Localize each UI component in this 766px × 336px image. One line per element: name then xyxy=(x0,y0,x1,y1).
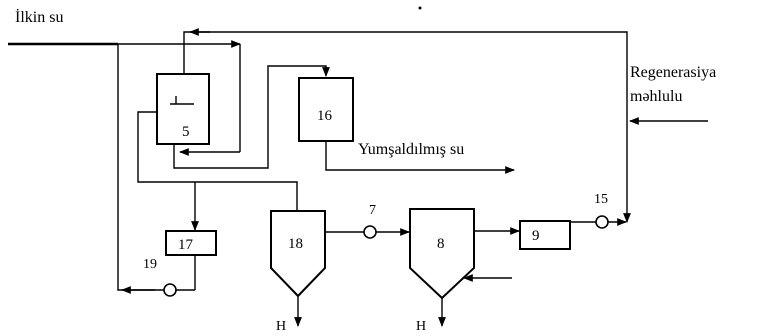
unit-8-drain-label: H xyxy=(416,319,426,334)
settler-18 xyxy=(270,210,326,298)
unit-5 xyxy=(156,73,210,145)
stray-dot xyxy=(418,6,422,10)
regeneration-label-line1: Regenerasiya xyxy=(630,64,716,81)
pump-15 xyxy=(595,215,609,229)
settler-18-drain-label: H xyxy=(276,319,286,334)
unit-9 xyxy=(519,220,571,250)
source-water-label: İlkin su xyxy=(15,8,63,26)
unit-8 xyxy=(409,208,475,300)
unit-17-number: 17 xyxy=(178,237,194,253)
unit-16-number: 16 xyxy=(317,108,333,124)
pump-19 xyxy=(163,283,177,297)
regeneration-return-line xyxy=(183,31,631,223)
unit-17 xyxy=(165,230,217,256)
softened-water-line xyxy=(325,141,515,174)
unit-9-number: 9 xyxy=(532,228,540,244)
pump-7 xyxy=(363,225,377,239)
unit-16-feed-line xyxy=(173,65,330,169)
softened-water-label: Yumşaldılmış su xyxy=(358,141,464,158)
pump-7-number: 7 xyxy=(369,203,376,218)
settler-18-number: 18 xyxy=(288,236,303,252)
unit-5-number: 5 xyxy=(182,124,190,140)
unit-8-number: 8 xyxy=(437,236,445,252)
pump-19-number: 19 xyxy=(143,257,157,272)
unit-16 xyxy=(298,77,354,142)
regeneration-label-line2: məhlulu xyxy=(630,88,682,105)
unit-5-inlet-line xyxy=(137,111,298,210)
pump-15-number: 15 xyxy=(594,192,608,207)
